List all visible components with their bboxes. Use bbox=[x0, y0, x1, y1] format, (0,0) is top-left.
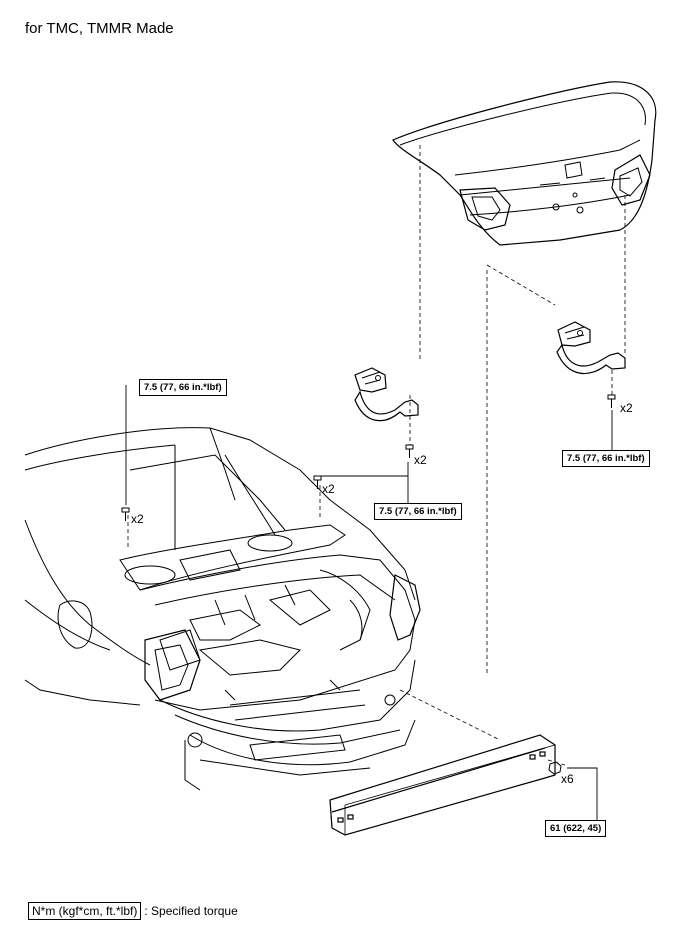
quantity-right-hinge: x2 bbox=[620, 401, 633, 415]
torque-label-left-body: 7.5 (77, 66 in.*lbf) bbox=[139, 379, 227, 396]
legend: N*m (kgf*cm, ft.*lbf) : Specified torque bbox=[28, 902, 238, 920]
rear-bumper-reinforcement bbox=[329, 734, 556, 836]
torque-label-reinforcement: 61 (622, 45) bbox=[545, 820, 607, 837]
luggage-compartment-door bbox=[392, 81, 657, 246]
quantity-left-body: x2 bbox=[131, 512, 144, 526]
quantity-center-lower: x2 bbox=[414, 453, 427, 467]
legend-description: : Specified torque bbox=[144, 904, 238, 918]
legend-unit-box: N*m (kgf*cm, ft.*lbf) bbox=[28, 902, 142, 920]
quantity-center-upper: x2 bbox=[322, 482, 335, 496]
bolt-right-hinge bbox=[607, 394, 616, 408]
luggage-door-hinge-left bbox=[354, 367, 419, 422]
luggage-door-hinge-right bbox=[556, 321, 626, 375]
torque-label-right-hinge: 7.5 (77, 66 in.*lbf) bbox=[562, 450, 650, 467]
bolt-center-lower bbox=[405, 444, 414, 458]
page-title: for TMC, TMMR Made bbox=[25, 20, 174, 37]
vehicle-rear-body bbox=[24, 427, 421, 791]
torque-label-center-hinge: 7.5 (77, 66 in.*lbf) bbox=[374, 503, 462, 520]
quantity-reinforcement: x6 bbox=[561, 772, 574, 786]
bolt-left-body bbox=[121, 507, 130, 521]
